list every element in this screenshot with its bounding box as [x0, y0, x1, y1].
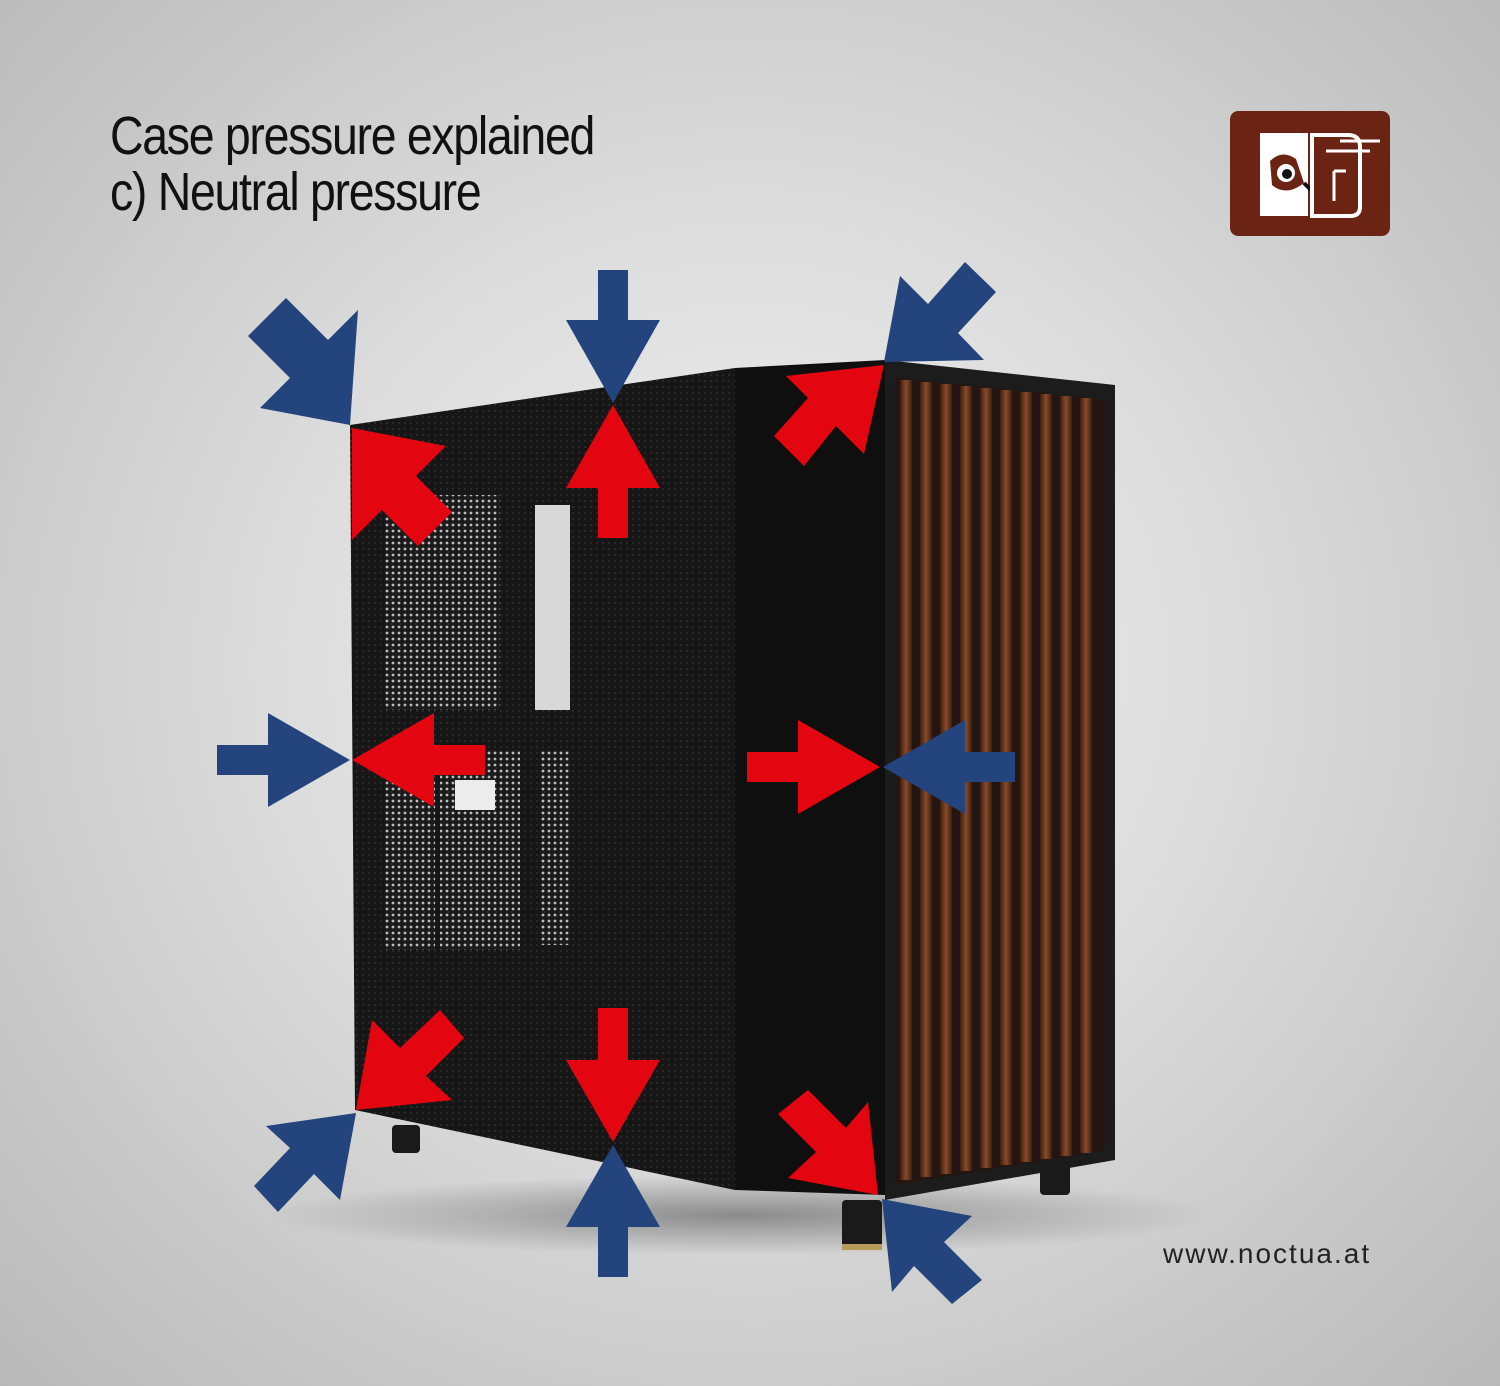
air-out-arrow-bottom-left — [356, 1010, 464, 1110]
air-in-arrow-top-left — [248, 298, 358, 425]
air-in-arrow-bottom-left — [254, 1113, 356, 1212]
case-feet — [392, 1125, 1070, 1250]
case-shadow — [270, 1175, 1210, 1255]
air-in-arrow-bottom-right — [882, 1199, 982, 1304]
air-in-arrow-bottom-middle — [566, 1145, 660, 1277]
air-out-arrow-bottom-middle — [566, 1008, 660, 1142]
title-line-2: c) Neutral pressure — [110, 162, 482, 222]
case-side-panel — [350, 368, 735, 1190]
title-line-1: Case pressure explained — [110, 106, 595, 166]
air-out-arrow-top-left — [352, 428, 452, 546]
air-out-arrow-bottom-right — [778, 1090, 878, 1195]
air-in-arrow-top-right — [884, 262, 996, 362]
air-in-arrow-middle-left — [217, 713, 350, 807]
air-in-arrow-top-middle — [566, 270, 660, 403]
website-url: www.noctua.at — [1163, 1238, 1372, 1269]
diagram-title: Case pressure explained c) Neutral press… — [110, 106, 595, 222]
air-in-arrow-middle-right — [883, 720, 1015, 814]
air-out-arrow-middle-right — [747, 720, 880, 814]
air-out-arrow-top-middle — [566, 405, 660, 538]
air-out-arrow-middle-left — [352, 713, 485, 807]
noctua-owl-logo-icon — [1230, 111, 1390, 236]
air-out-arrow-top-right — [774, 365, 884, 466]
